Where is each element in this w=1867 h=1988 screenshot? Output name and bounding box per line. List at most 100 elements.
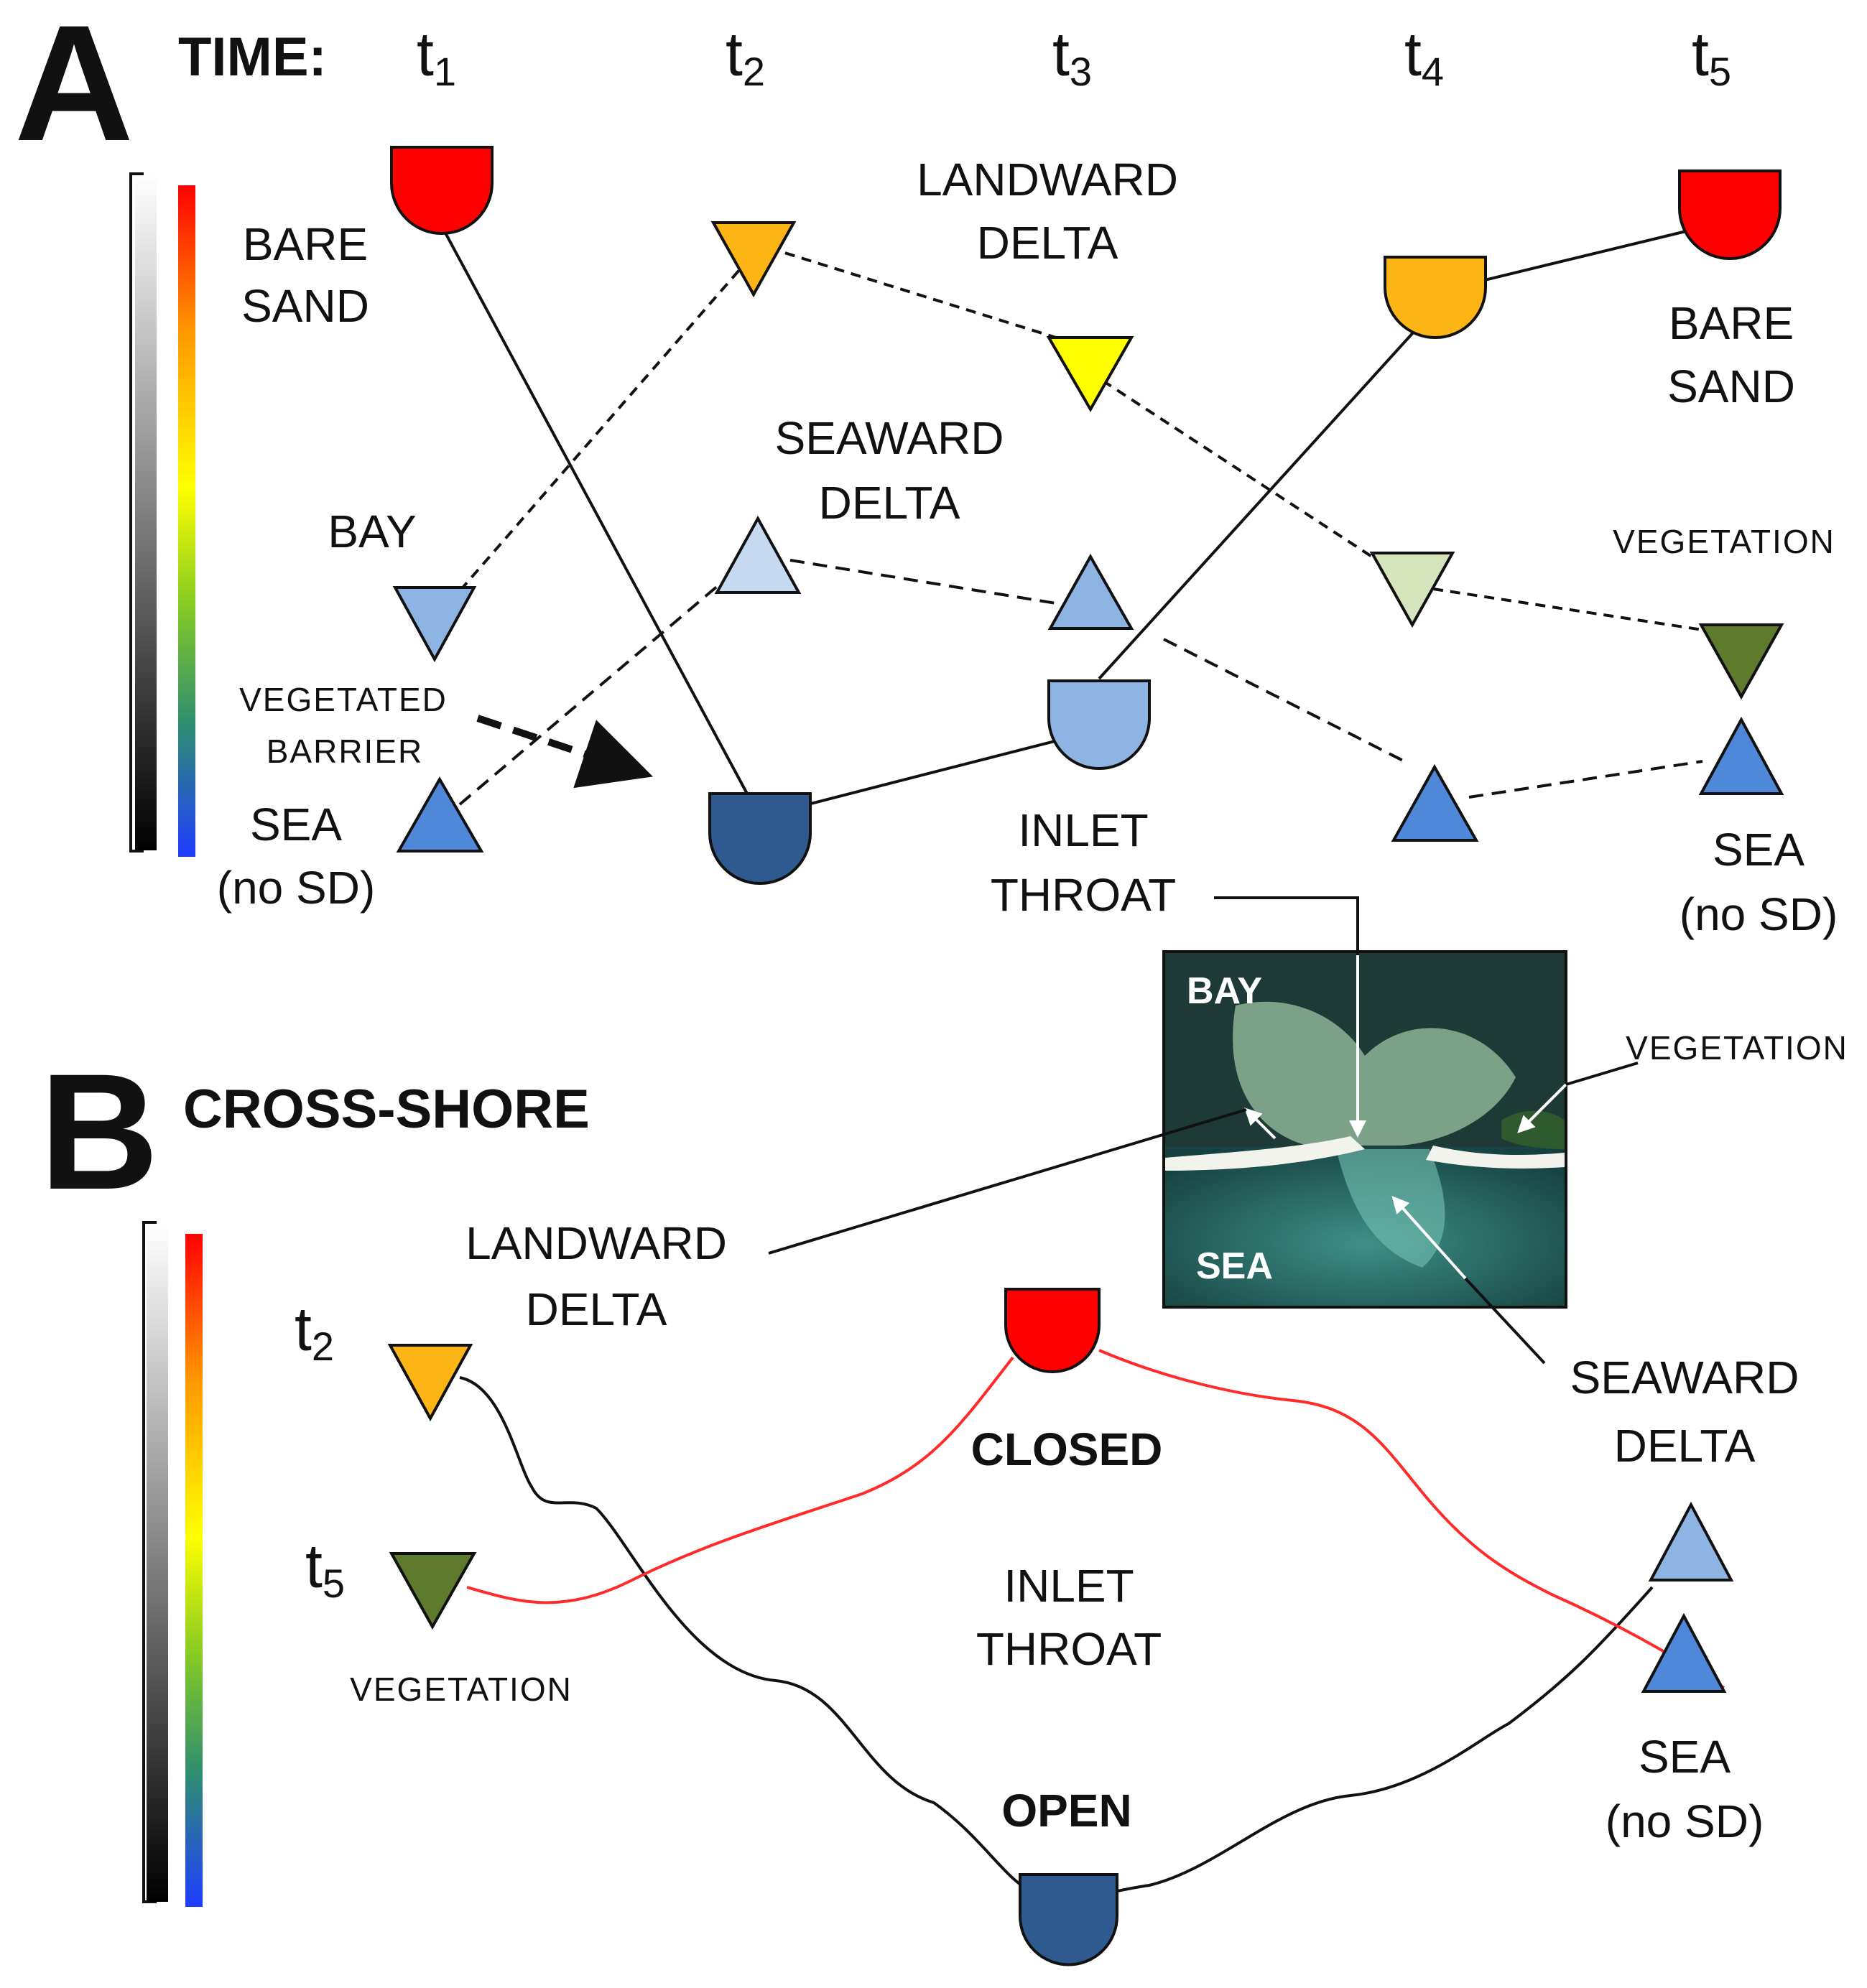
vegetated-barrier-arrow	[476, 715, 653, 789]
photo-leader-lines	[768, 896, 1639, 1365]
time-t2-b: t2	[295, 1295, 334, 1369]
time-label: TIME:	[178, 27, 327, 88]
rainbow-scale-bar-b	[185, 1234, 203, 1907]
marker-t1-bare-sand	[390, 146, 494, 235]
marker-t3-seaward-delta	[1047, 553, 1134, 630]
label-sea-left-1: SEA	[250, 799, 342, 850]
label-bare-sand-left-1: BARE	[243, 218, 368, 270]
label-landward-delta-2: DELTA	[977, 217, 1118, 269]
label-inlet-throat-1: INLET	[1018, 804, 1148, 856]
leader-seaward-delta	[1464, 1277, 1546, 1365]
photo-arrow-landward	[1244, 1107, 1277, 1140]
label-vegetated-barrier-1: VEGETATED	[239, 681, 448, 718]
label-b-vegetation: VEGETATION	[350, 1671, 573, 1708]
marker-t2-landward-delta	[710, 221, 797, 298]
photo-barrier-west	[1165, 1136, 1365, 1171]
photo-seaward-delta	[1336, 1149, 1445, 1268]
marker-b-open	[1019, 1873, 1118, 1966]
leader-inlet-throat	[1214, 896, 1359, 955]
marker-t2-seaward-delta	[714, 515, 802, 594]
time-t2: t2	[726, 20, 765, 94]
cross-shore-header: CROSS-SHORE	[183, 1079, 590, 1140]
rainbow-scale-bar	[178, 185, 195, 857]
curve-t5-profile	[466, 1349, 1725, 1689]
time-t1: t1	[417, 20, 456, 94]
leader-landward-delta	[768, 1108, 1247, 1255]
color-scale-a	[129, 172, 195, 857]
marker-t3-landward-delta	[1046, 336, 1134, 413]
trajectory-lines-a	[440, 226, 1718, 809]
photo-arrow-vegetation	[1517, 1083, 1567, 1133]
leader-vegetation	[1565, 1062, 1639, 1086]
line-bay-trajectory-a	[448, 268, 741, 605]
photo-landward-delta	[1233, 1001, 1516, 1146]
label-b-inlet-throat-2: THROAT	[976, 1623, 1162, 1675]
marker-t4-vegetation	[1369, 552, 1455, 628]
marker-t4-sea	[1391, 763, 1479, 842]
marker-t1-bay	[392, 586, 477, 663]
line-sea-trajectory-c	[1163, 638, 1405, 763]
gray-scale-bar-b	[147, 1224, 168, 1902]
line-sea-trajectory-b	[789, 559, 1057, 605]
time-t3: t3	[1052, 20, 1092, 94]
marker-t5-vegetation	[1698, 623, 1784, 700]
label-sea-right-1: SEA	[1713, 824, 1805, 875]
marker-t1-sea	[396, 776, 484, 853]
curve-t2-profile	[459, 1376, 1654, 1898]
label-b-sea-2: (no SD)	[1606, 1796, 1764, 1847]
line-inlet-trajectory-a	[793, 731, 1089, 809]
label-bare-sand-right-2: SAND	[1667, 361, 1795, 412]
time-t5-b: t5	[305, 1532, 345, 1606]
marker-b-seaward-delta	[1648, 1501, 1734, 1581]
label-landward-delta-1: LANDWARD	[917, 154, 1178, 205]
label-b-closed: CLOSED	[971, 1423, 1163, 1475]
label-seaward-delta-1: SEAWARD	[775, 412, 1004, 464]
label-seaward-delta-2: DELTA	[819, 477, 960, 529]
photo-label-vegetation: VEGETATION	[1626, 1029, 1848, 1067]
label-sea-left-2: (no SD)	[217, 862, 376, 914]
marker-b-sea	[1641, 1612, 1727, 1693]
label-bay: BAY	[328, 506, 416, 557]
label-b-landward-delta-2: DELTA	[526, 1283, 667, 1335]
panel-b: B CROSS-SHORE t2 t5 LANDWARD DELTA CLOSE…	[40, 1039, 1799, 1966]
label-vegetated-barrier-2: BARRIER	[267, 733, 423, 770]
line-bare-sand-trajectory	[440, 226, 749, 794]
line-bay-trajectory-c	[1101, 379, 1384, 565]
label-inlet-throat-2: THROAT	[991, 869, 1176, 921]
photo-label-sea: SEA	[1196, 1245, 1273, 1287]
label-b-seaward-delta-2: DELTA	[1614, 1420, 1756, 1472]
marker-b-t5-vegetation	[389, 1552, 477, 1630]
photo-label-bay: BAY	[1187, 970, 1262, 1012]
line-bay-trajectory-b	[768, 246, 1057, 339]
panel-b-letter: B	[40, 1039, 159, 1224]
marker-t4-bare-sand	[1384, 256, 1487, 339]
line-sea-trajectory-d	[1468, 760, 1703, 799]
line-sea-trajectory-a	[458, 584, 720, 806]
marker-t5-bare-sand	[1678, 169, 1782, 260]
marker-t5-sea	[1698, 716, 1784, 795]
label-bare-sand-right-1: BARE	[1669, 297, 1794, 349]
photo-arrow-seaward	[1391, 1196, 1467, 1280]
label-sea-right-2: (no SD)	[1680, 888, 1838, 940]
time-t5: t5	[1692, 20, 1731, 94]
label-b-sea-1: SEA	[1639, 1731, 1731, 1783]
photo-barrier-east	[1426, 1146, 1565, 1169]
color-scale-b	[142, 1221, 203, 1907]
marker-b-closed	[1004, 1288, 1101, 1373]
label-b-inlet-throat-1: INLET	[1004, 1560, 1134, 1612]
markers-a	[390, 146, 1784, 885]
inlet-photo: BAY SEA	[1162, 901, 1567, 1309]
label-b-seaward-delta-1: SEAWARD	[1570, 1352, 1799, 1403]
panel-a: A TIME: t1 t2 t3 t4 t5	[14, 0, 1838, 940]
marker-b-t2-landward	[387, 1344, 473, 1422]
panel-a-letter: A	[14, 0, 134, 175]
label-vegetation-a: VEGETATION	[1613, 523, 1835, 560]
line-inlet-trajectory-b	[1098, 329, 1417, 680]
gray-scale-bracket	[129, 172, 144, 853]
time-t4: t4	[1404, 20, 1444, 94]
label-b-landward-delta-1: LANDWARD	[465, 1217, 727, 1269]
marker-t2-inlet	[708, 792, 812, 885]
labels-a: BARE SAND LANDWARD DELTA BARE SAND SEAWA…	[217, 154, 1838, 940]
label-b-open: OPEN	[1001, 1785, 1131, 1836]
